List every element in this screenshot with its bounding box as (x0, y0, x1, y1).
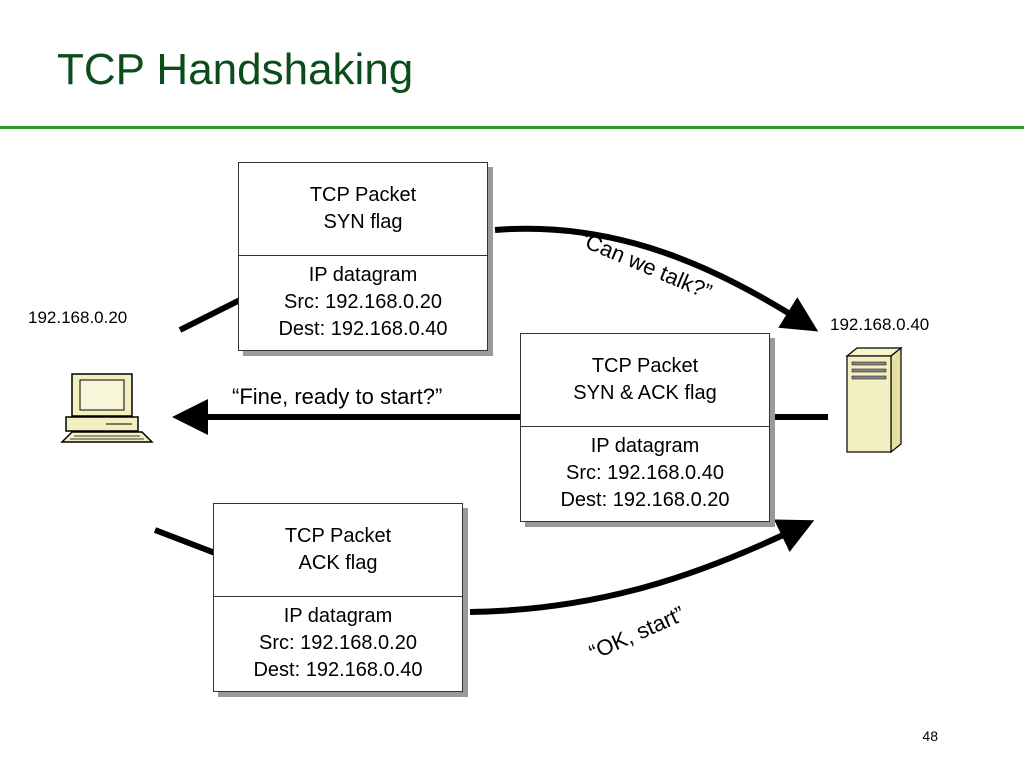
syn-arrow (494, 225, 819, 332)
packet-src-label: Src: 192.168.0.40 (566, 462, 724, 484)
packet-body: IP datagram Src: 192.168.0.40 Dest: 192.… (521, 427, 769, 514)
synack-message-label: “Fine, ready to start?” (232, 384, 443, 409)
packet-dest-label: Dest: 192.168.0.20 (560, 489, 730, 511)
packet-dest-label: Dest: 192.168.0.40 (278, 318, 448, 340)
client-ip-label: 192.168.0.20 (28, 308, 128, 327)
title-divider (0, 126, 1024, 129)
packet-header: TCP Packet ACK flag (214, 504, 462, 597)
slide-title: TCP Handshaking (57, 45, 414, 94)
packet-flag-label: SYN flag (323, 211, 403, 233)
packet-header: TCP Packet SYN flag (239, 163, 487, 256)
packet-datagram-label: IP datagram (590, 435, 700, 457)
page-number: 48 (922, 728, 938, 744)
packet-header-line: TCP Packet (309, 184, 417, 206)
packet-body: IP datagram Src: 192.168.0.20 Dest: 192.… (239, 256, 487, 343)
packet-src-label: Src: 192.168.0.20 (284, 291, 442, 313)
packet-dest-label: Dest: 192.168.0.40 (253, 659, 423, 681)
ack-arrow (469, 519, 815, 615)
packet-header: TCP Packet SYN & ACK flag (521, 334, 769, 427)
packet-src-label: Src: 192.168.0.20 (259, 632, 417, 654)
syn-packet-box: TCP Packet SYN flag IP datagram Src: 192… (238, 162, 488, 351)
synack-packet-box: TCP Packet SYN & ACK flag IP datagram Sr… (520, 333, 770, 522)
ack-packet-box: TCP Packet ACK flag IP datagram Src: 192… (213, 503, 463, 692)
packet-header-line: TCP Packet (591, 355, 699, 377)
packet-flag-label: SYN & ACK flag (573, 382, 717, 404)
syn-arrow-tail (178, 297, 242, 333)
server-ip-label: 192.168.0.40 (830, 315, 930, 334)
desktop-computer-icon (60, 373, 154, 443)
packet-datagram-label: IP datagram (308, 264, 418, 286)
ack-arrow-tail (153, 527, 217, 556)
server-tower-icon (845, 346, 903, 454)
packet-body: IP datagram Src: 192.168.0.20 Dest: 192.… (214, 597, 462, 684)
packet-flag-label: ACK flag (298, 552, 378, 574)
packet-datagram-label: IP datagram (283, 605, 393, 627)
packet-header-line: TCP Packet (284, 525, 392, 547)
